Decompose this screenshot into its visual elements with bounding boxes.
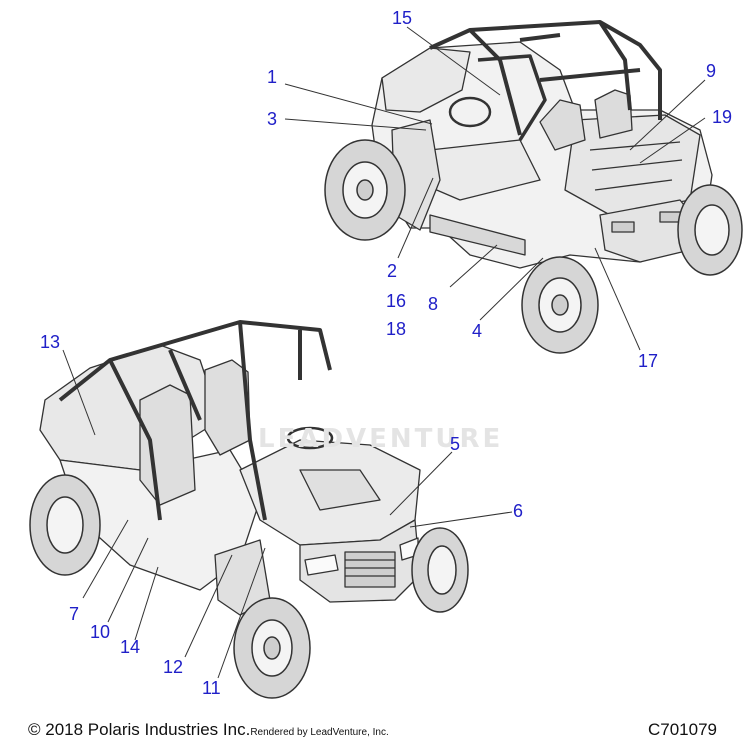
callout-7: 7	[69, 604, 80, 624]
callout-12: 12	[163, 657, 184, 677]
upper-wheels	[324, 139, 743, 354]
lower-wheels	[29, 474, 469, 699]
callout-8: 8	[428, 294, 439, 314]
callout-6: 6	[513, 501, 524, 521]
lower-vehicle	[39, 320, 421, 616]
leader-lines	[62, 26, 706, 679]
callout-19: 19	[712, 107, 733, 127]
callout-14: 14	[120, 637, 141, 657]
callout-17: 17	[638, 351, 659, 371]
copyright-text: © 2018 Polaris Industries Inc.	[28, 720, 251, 739]
callout-13: 13	[40, 332, 61, 352]
rendered-by-text: Rendered by LeadVenture, Inc.	[250, 727, 389, 738]
callout-3: 3	[267, 109, 278, 129]
callout-18: 18	[386, 319, 407, 339]
callout-2: 2	[387, 261, 398, 281]
callout-11: 11	[202, 678, 221, 698]
callout-10: 10	[90, 622, 111, 642]
callout-15: 15	[392, 8, 413, 28]
callout-5: 5	[450, 434, 461, 454]
callout-9: 9	[706, 61, 717, 81]
callout-1: 1	[267, 67, 278, 87]
upper-vehicle	[371, 20, 713, 269]
callout-4: 4	[472, 321, 483, 341]
part-code: C701079	[648, 720, 718, 739]
footer-copyright-line: © 2018 Polaris Industries Inc.Rendered b…	[28, 720, 389, 740]
callout-16: 16	[386, 291, 407, 311]
watermark: LEADVENTURE	[258, 424, 504, 454]
